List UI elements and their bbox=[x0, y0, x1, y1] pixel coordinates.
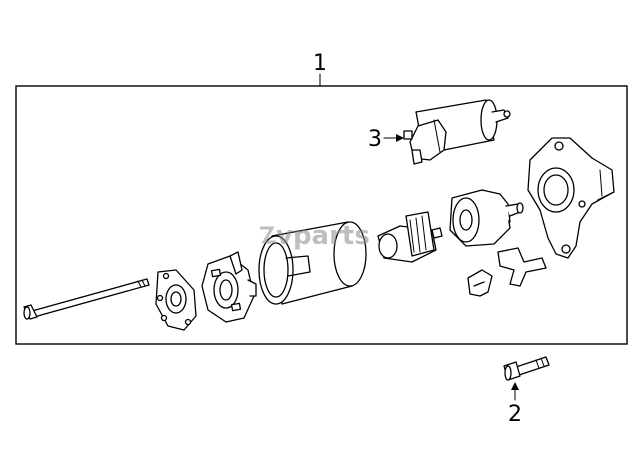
callout-3-arrowhead bbox=[396, 134, 404, 142]
watermark-logo: vparts bbox=[260, 221, 370, 251]
callout-1[interactable]: 1 bbox=[313, 51, 327, 87]
watermark-text: vparts bbox=[276, 221, 370, 251]
callout-2[interactable]: 2 bbox=[508, 382, 522, 427]
callout-3-label: 3 bbox=[368, 127, 382, 152]
assembly-frame bbox=[15, 85, 628, 345]
brush-holder[interactable] bbox=[201, 251, 257, 323]
callout-2-label: 2 bbox=[508, 402, 522, 427]
end-plate[interactable] bbox=[155, 269, 197, 331]
through-bolt[interactable] bbox=[23, 278, 150, 320]
mounting-bolt[interactable] bbox=[503, 356, 550, 381]
callout-3[interactable]: 3 bbox=[368, 127, 404, 152]
callout-2-arrowhead bbox=[511, 382, 519, 390]
drive-housing[interactable] bbox=[527, 137, 615, 259]
callout-1-label: 1 bbox=[313, 51, 327, 76]
planetary-gear-set[interactable] bbox=[449, 189, 524, 247]
bushing-clip[interactable] bbox=[467, 269, 493, 297]
field-frame[interactable] bbox=[258, 221, 367, 305]
shift-lever[interactable] bbox=[497, 247, 547, 287]
armature[interactable] bbox=[377, 211, 443, 263]
solenoid-assembly[interactable] bbox=[403, 99, 511, 165]
